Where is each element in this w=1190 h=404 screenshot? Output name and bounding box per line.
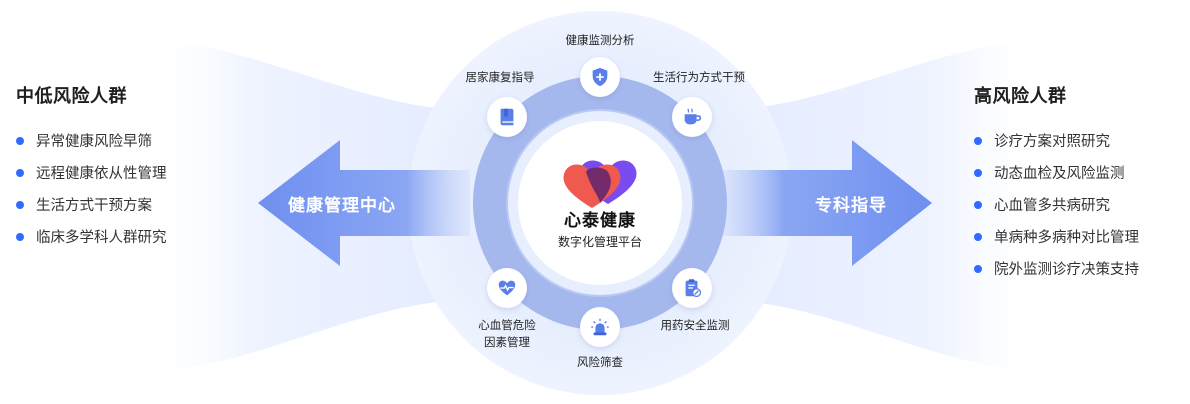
right-panel-title: 高风险人群 [974,86,1067,107]
left-panel-list: 异常健康风险早筛 远程健康依从性管理 生活方式干预方案 临床多学科人群研究 [16,132,167,260]
left-panel-title: 中低风险人群 [16,86,127,107]
list-item: 心血管多共病研究 [974,196,1139,228]
list-item: 院外监测诊疗决策支持 [974,260,1139,292]
node-risk-screening[interactable] [580,307,620,347]
list-item: 异常健康风险早筛 [16,132,167,164]
left-arrow-label: 健康管理中心 [288,196,396,216]
book-icon [500,108,514,126]
medication-clipboard-icon [685,279,702,298]
right-arrow-shape [720,140,932,266]
node-home-rehab[interactable] [487,97,527,137]
list-item: 单病种多病种对比管理 [974,228,1139,260]
list-item: 生活方式干预方案 [16,196,167,228]
list-item: 动态血检及风险监测 [974,164,1139,196]
right-panel: 高风险人群 诊疗方案对照研究 动态血检及风险监测 心血管多共病研究 单病种多病种… [974,82,1139,292]
node-cardio-risk-factor-label-line2: 因素管理 [484,335,530,349]
left-panel: 中低风险人群 异常健康风险早筛 远程健康依从性管理 生活方式干预方案 临床多学科… [16,82,167,260]
center-subtitle: 数字化管理平台 [557,235,642,249]
list-item: 临床多学科人群研究 [16,228,167,260]
right-panel-list: 诊疗方案对照研究 动态血检及风险监测 心血管多共病研究 单病种多病种对比管理 院… [974,132,1139,292]
node-health-monitoring-label: 健康监测分析 [565,33,635,47]
node-lifestyle-intervention-label: 生活行为方式干预 [653,70,745,84]
node-risk-screening-label: 风险筛查 [577,355,623,369]
center-title: 心泰健康 [564,211,636,231]
left-arrow-shape [258,140,470,266]
heart-logo-icon [563,160,637,208]
list-item: 诊疗方案对照研究 [974,132,1139,164]
list-item: 远程健康依从性管理 [16,164,167,196]
node-health-monitoring[interactable] [580,57,620,97]
shield-plus-icon [592,67,608,87]
right-arrow-label: 专科指导 [815,196,887,216]
node-cardio-risk-factor-label-line1: 心血管危险 [478,318,536,332]
node-cardio-risk-factor[interactable] [487,268,527,308]
heart-pulse-icon [498,280,516,296]
node-medication-safety[interactable] [672,268,712,308]
node-medication-safety-label: 用药安全监测 [660,318,730,332]
coffee-cup-icon [684,108,702,125]
orbit-ring-inner-edge [506,109,694,297]
node-lifestyle-intervention[interactable] [672,97,712,137]
alarm-light-icon [591,318,609,336]
node-home-rehab-label: 居家康复指导 [465,70,535,84]
